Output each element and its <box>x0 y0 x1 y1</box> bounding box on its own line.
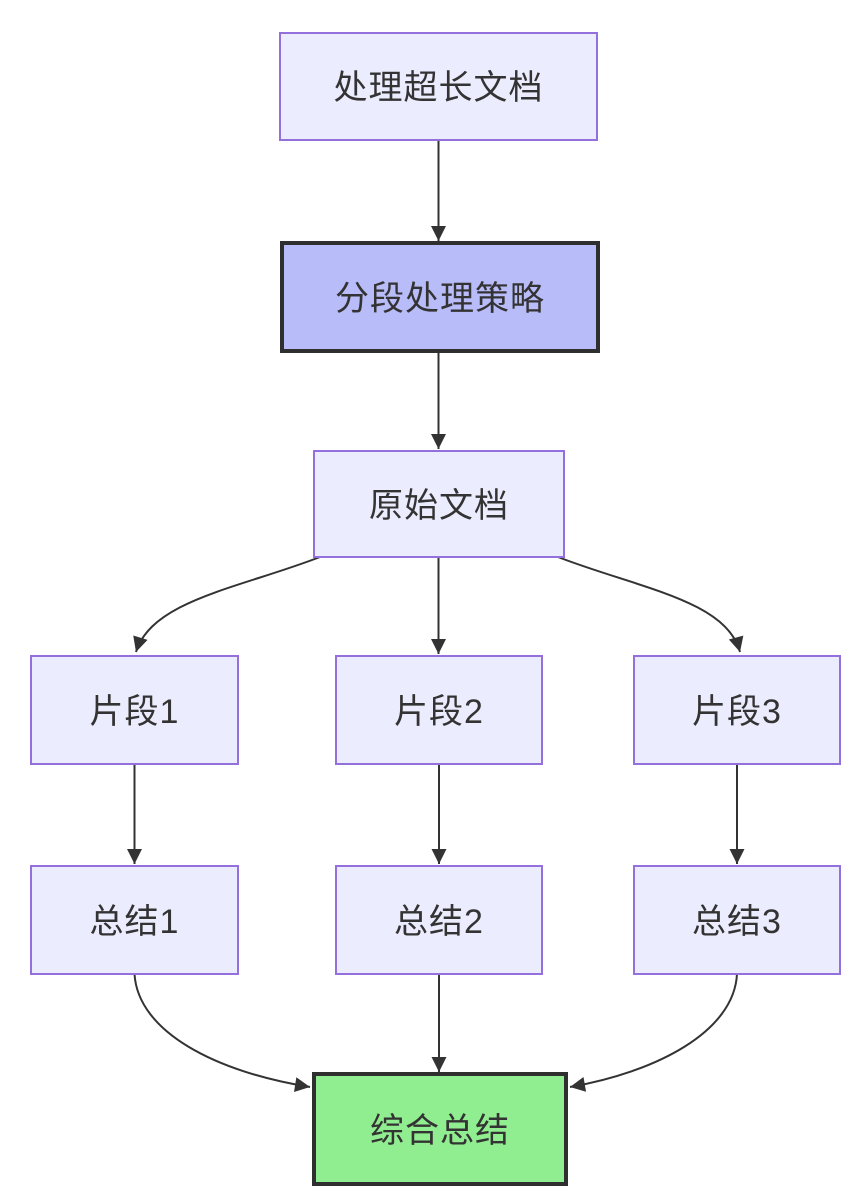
node-seg1: 片段1 <box>30 655 239 765</box>
node-sum1-label: 总结1 <box>90 903 180 941</box>
node-sum3-box <box>633 865 841 975</box>
node-original-label: 原始文档 <box>369 487 509 525</box>
edge-original-seg3 <box>557 556 744 653</box>
node-sum2: 总结2 <box>335 865 543 975</box>
node-seg2-label: 片段2 <box>394 693 484 731</box>
node-seg1-label: 片段1 <box>90 693 180 731</box>
node-sum3-label: 总结3 <box>692 903 782 941</box>
node-sum1: 总结1 <box>30 865 239 975</box>
node-final: 综合总结 <box>312 1072 568 1186</box>
node-sum3: 总结3 <box>633 865 841 975</box>
node-original: 原始文档 <box>313 450 565 558</box>
node-sum2-label: 总结2 <box>394 903 484 941</box>
node-sum2-box <box>335 865 543 975</box>
node-seg3-box <box>633 655 841 765</box>
node-seg3: 片段3 <box>633 655 841 765</box>
node-final-box <box>312 1072 568 1186</box>
node-original-box <box>313 450 565 558</box>
edge-original-seg1 <box>133 556 321 653</box>
edge-sum1-final <box>133 973 311 1093</box>
node-seg3-label: 片段3 <box>692 693 782 731</box>
node-seg1-box <box>30 655 239 765</box>
edge-layer <box>127 140 745 1093</box>
node-seg2: 片段2 <box>335 655 543 765</box>
node-final-label: 综合总结 <box>370 1112 510 1150</box>
node-task-box <box>279 32 598 141</box>
node-task: 处理超长文档 <box>279 32 598 141</box>
node-sum1-box <box>30 865 239 975</box>
node-strategy-box <box>280 241 600 353</box>
edge-sum3-final <box>569 973 738 1092</box>
node-seg2-box <box>335 655 543 765</box>
node-strategy: 分段处理策略 <box>280 241 600 353</box>
node-strategy-label: 分段处理策略 <box>335 280 545 318</box>
node-task-label: 处理超长文档 <box>334 69 544 107</box>
